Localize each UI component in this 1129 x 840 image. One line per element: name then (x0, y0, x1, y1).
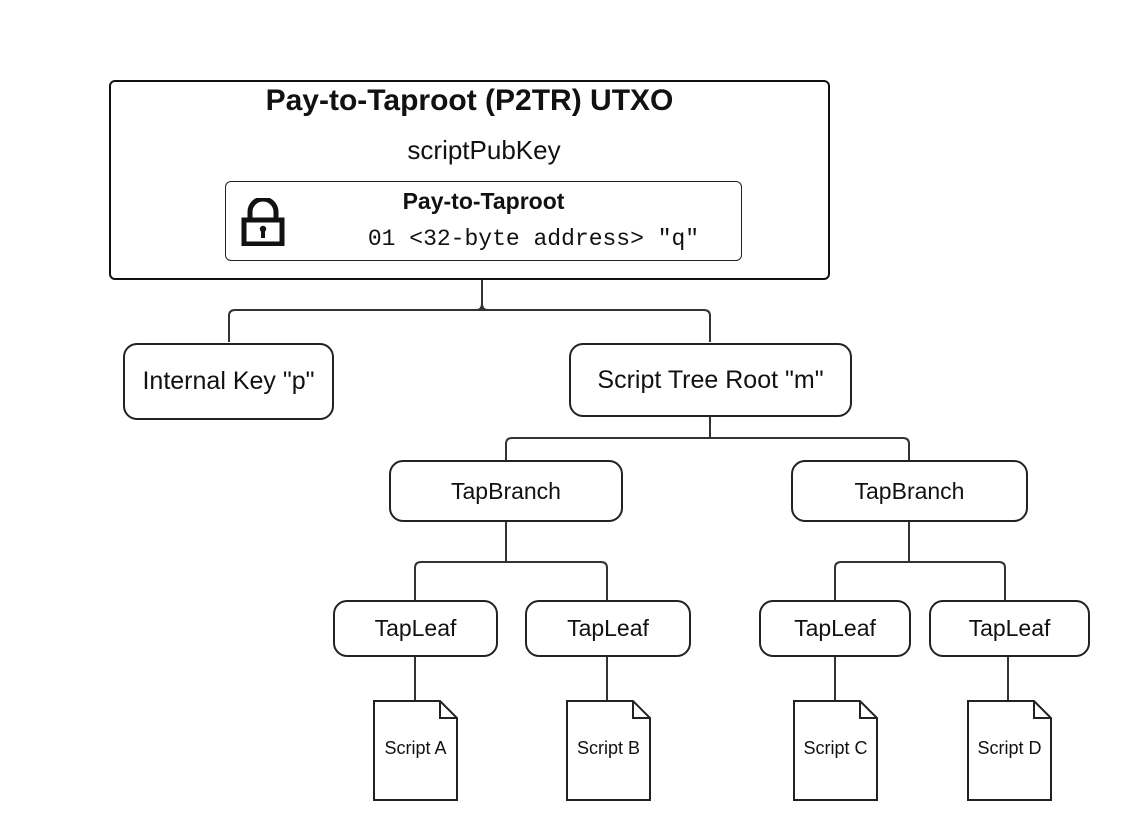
script-c-label: Script C (803, 738, 868, 758)
connector-root (228, 261, 711, 342)
tap-leaf-label: TapLeaf (567, 615, 649, 641)
tap-leaf-node: TapLeaf (333, 600, 498, 657)
tap-branch-node: TapBranch (389, 460, 623, 522)
internal-key-label: Internal Key "p" (142, 367, 315, 395)
tap-leaf-node: TapLeaf (929, 600, 1090, 657)
locking-script-title: Pay-to-Taproot (402, 188, 565, 214)
connector-branch-left (414, 522, 608, 600)
tap-branch-label: TapBranch (451, 477, 561, 504)
tap-leaf-node: TapLeaf (759, 600, 911, 657)
script-document-icon (967, 700, 1052, 801)
lock-icon (241, 198, 285, 246)
tap-leaf-label: TapLeaf (968, 615, 1051, 641)
tap-branch-label: TapBranch (854, 477, 965, 504)
locking-script-code: 01 <32-byte address> "q" (367, 226, 700, 252)
script-tree-root-label: Script Tree Root "m" (597, 365, 824, 394)
tap-leaf-label: TapLeaf (374, 615, 457, 641)
internal-key-node: Internal Key "p" (123, 343, 334, 420)
script-pubkey-label: scriptPubKey (407, 135, 561, 165)
tap-leaf-label: TapLeaf (794, 615, 876, 641)
tap-branch-node: TapBranch (791, 460, 1028, 522)
script-d-label: Script D (977, 738, 1042, 758)
script-document-icon (566, 700, 651, 801)
script-tree-root-node: Script Tree Root "m" (569, 343, 852, 417)
script-document-icon (793, 700, 878, 801)
connector-branch-right (834, 522, 1006, 600)
utxo-title: Pay-to-Taproot (P2TR) UTXO (265, 84, 674, 117)
tap-leaf-node: TapLeaf (525, 600, 691, 657)
script-b-label: Script B (576, 738, 641, 758)
script-document-icon (373, 700, 458, 801)
locking-script-box (225, 181, 742, 261)
script-a-label: Script A (384, 738, 447, 758)
connector-leaves (414, 657, 1009, 700)
connector-tree-root (505, 417, 910, 460)
